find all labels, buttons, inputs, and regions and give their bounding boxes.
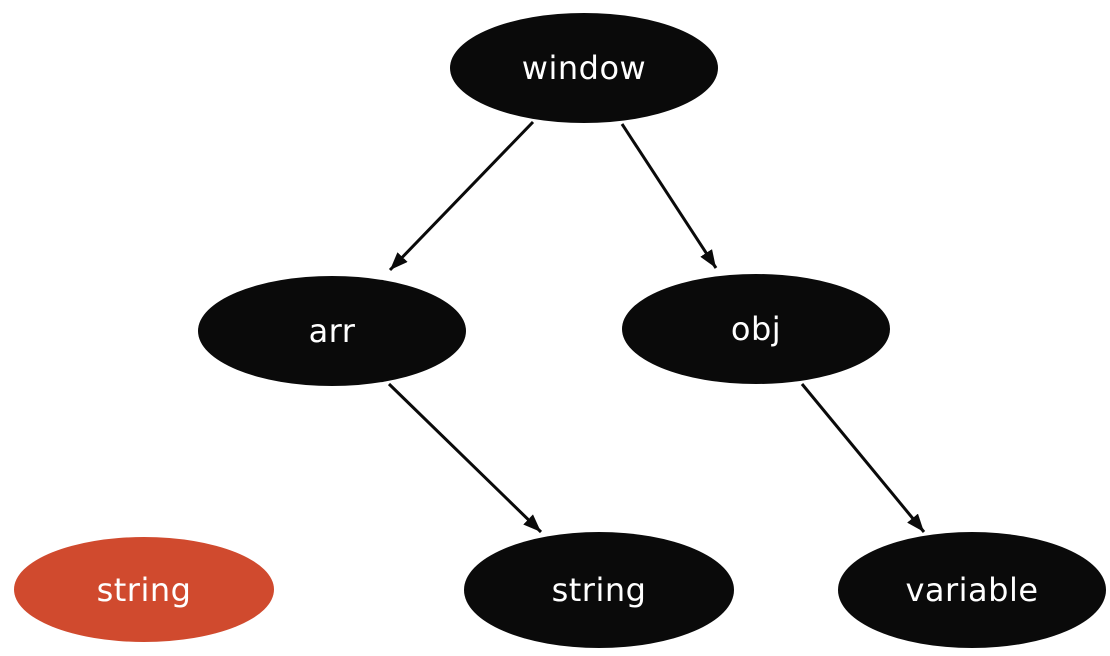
node-variable: variable xyxy=(838,532,1106,648)
edge-obj-to-variable xyxy=(800,383,926,533)
node-string: string xyxy=(464,532,734,648)
node-label: window xyxy=(521,49,647,87)
node-label: string xyxy=(551,571,647,609)
node-window: window xyxy=(450,13,718,123)
node-label: variable xyxy=(905,571,1039,609)
node-string-orphan: string xyxy=(14,537,274,642)
node-label: arr xyxy=(308,312,356,350)
edge-window-to-obj xyxy=(620,123,718,269)
edge-arr-to-string xyxy=(387,382,543,534)
edge-window-to-arr xyxy=(388,120,535,272)
node-arr: arr xyxy=(198,276,466,386)
node-label: obj xyxy=(730,310,782,348)
node-label: string xyxy=(96,570,192,609)
node-obj: obj xyxy=(622,274,890,384)
